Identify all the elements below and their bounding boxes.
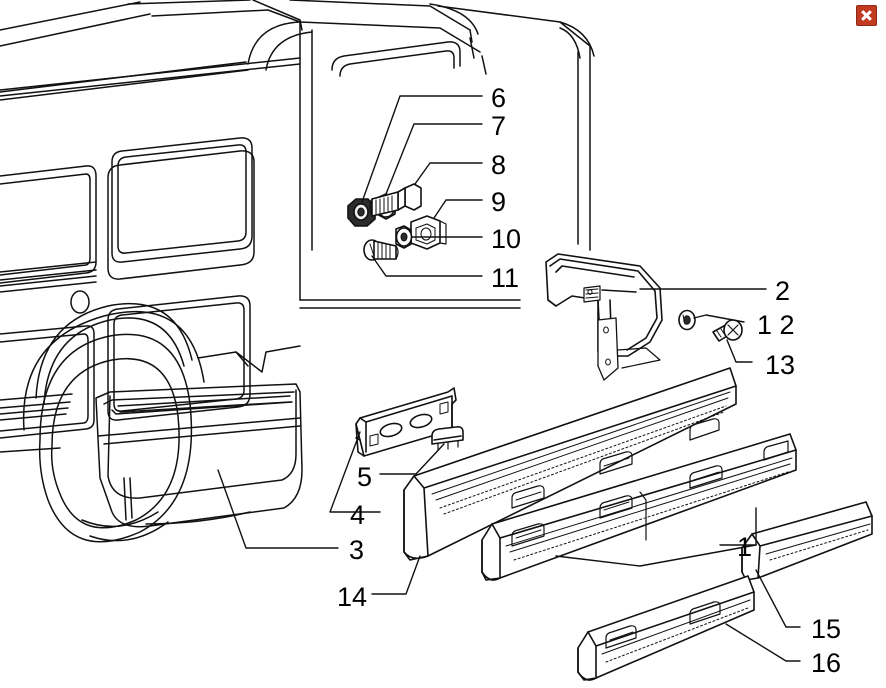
bumper-corner-end-cap (545, 253, 663, 381)
callout-1: 1 (737, 532, 753, 562)
clip-cap-5 (431, 426, 464, 451)
small-washer-10 (395, 225, 413, 249)
van-body (0, 0, 595, 543)
hex-flange-bolt-8 (369, 183, 422, 217)
callout-5: 5 (357, 462, 373, 492)
washer-12 (678, 309, 696, 331)
callout-10: 10 (491, 224, 522, 254)
cross-head-screw-13 (712, 319, 743, 342)
callout-16: 16 (811, 648, 842, 678)
callout-4: 4 (350, 500, 366, 530)
close-x-icon (861, 10, 872, 21)
close-button[interactable] (856, 5, 877, 26)
callout-8: 8 (491, 150, 507, 180)
callout-2: 2 (775, 276, 791, 306)
leader-lines (217, 95, 801, 662)
bumper-bar-lower-trim-14 (403, 367, 737, 561)
callout-11: 11 (491, 263, 520, 293)
small-bolt-11 (363, 239, 399, 261)
mounting-bracket-4 (355, 387, 457, 457)
callout-13: 13 (765, 350, 796, 380)
callout-9: 9 (491, 187, 507, 217)
callout-15: 15 (811, 614, 842, 644)
callout-14: 14 (337, 582, 368, 612)
bumper-bar-main-1 (481, 433, 797, 581)
fastener-group (347, 183, 447, 261)
callout-12: 1 2 (757, 310, 795, 340)
bumper-bar-extension-left-16 (577, 575, 755, 681)
bumper-bar-extension-right-15 (741, 501, 873, 581)
callout-6: 6 (491, 83, 507, 113)
callout-7: 7 (491, 111, 507, 141)
cage-nut-9 (410, 215, 447, 250)
hex-nut-6 (347, 198, 376, 227)
callout-3: 3 (349, 535, 365, 565)
